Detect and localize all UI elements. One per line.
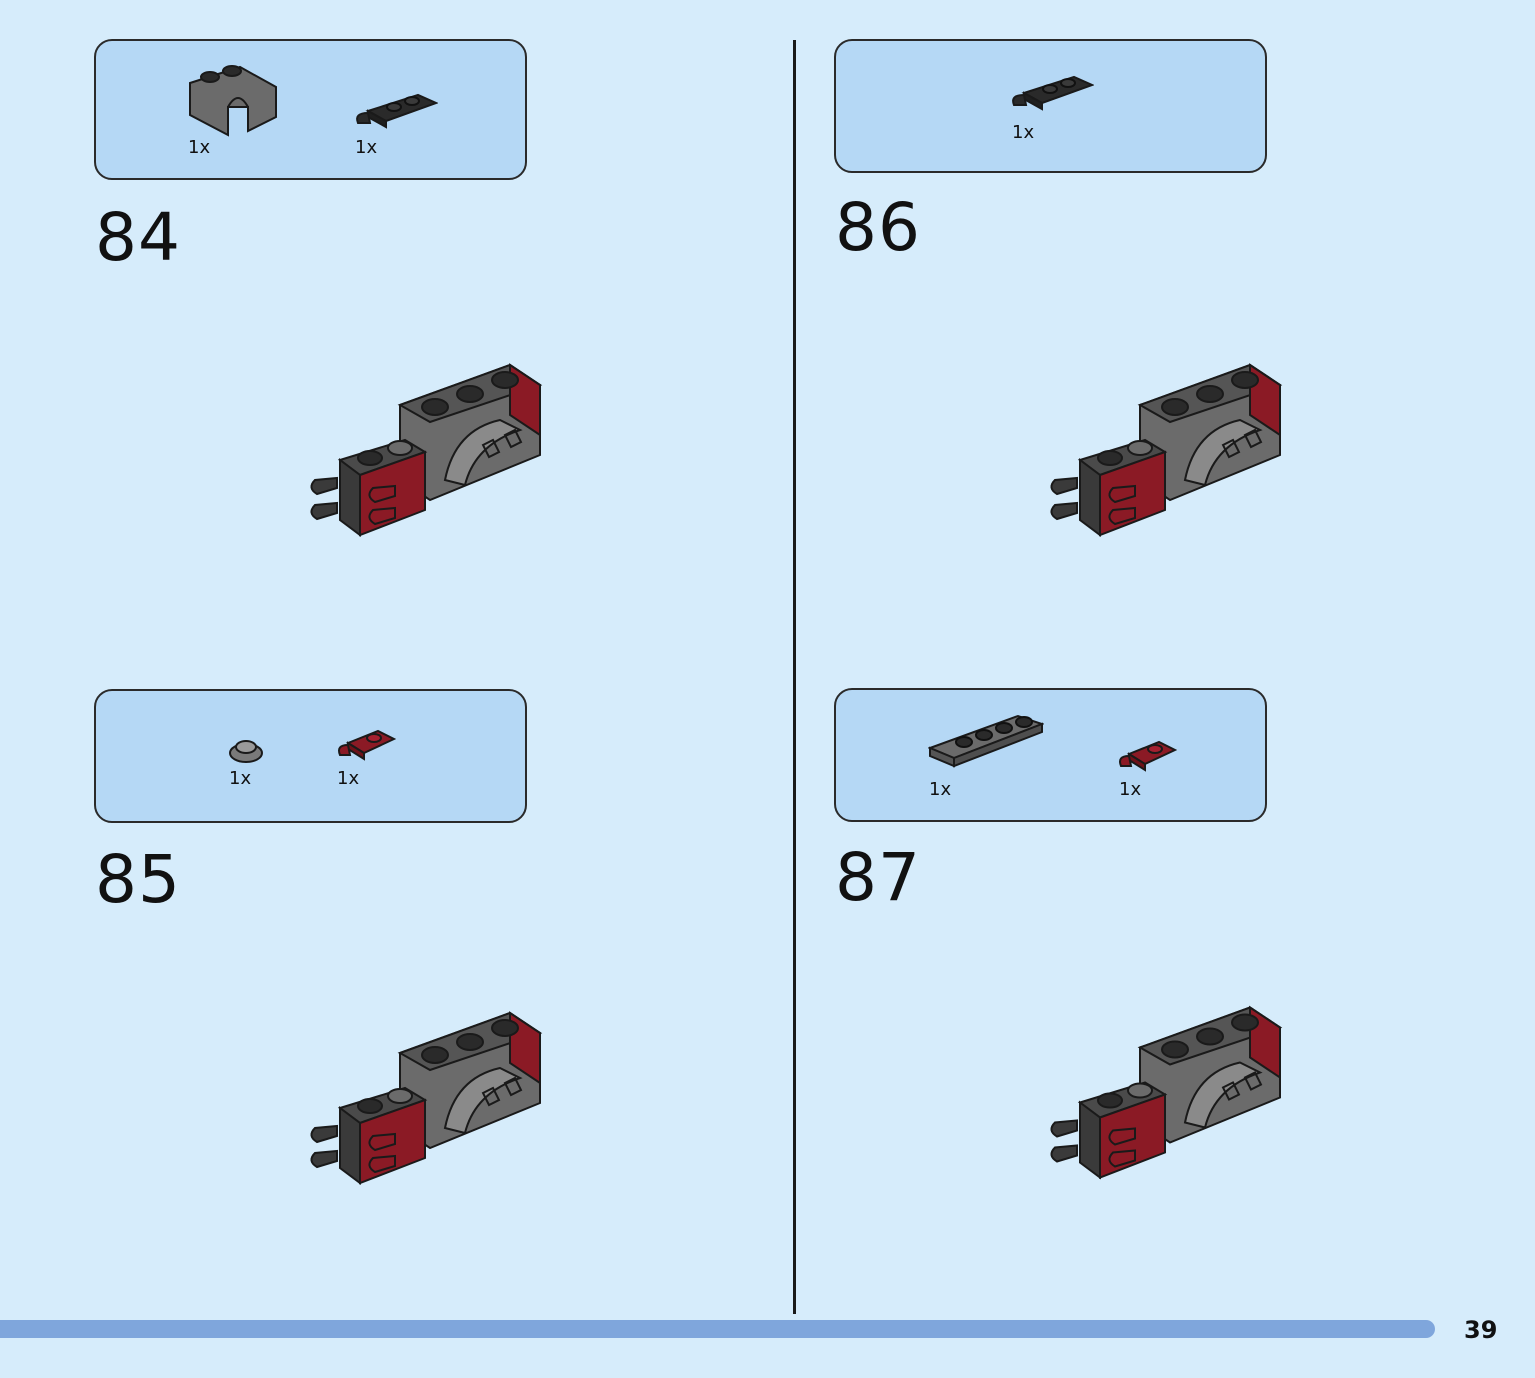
step-84-assembly-image xyxy=(305,360,545,540)
step-number: 86 xyxy=(835,189,921,266)
step-number: 84 xyxy=(95,199,181,276)
page-number: 39 xyxy=(1464,1316,1498,1344)
black-clip-plate-icon xyxy=(356,93,438,129)
step-number: 87 xyxy=(835,839,921,916)
dark-red-clip-plate-icon xyxy=(1119,740,1177,772)
parts-box-step-85: 1x 1x xyxy=(94,689,527,823)
dark-red-clip-plate-icon xyxy=(338,729,396,761)
dark-gray-plate-1x4-icon xyxy=(928,714,1044,768)
parts-box-step-86: 1x xyxy=(834,39,1267,173)
step-86-assembly-image xyxy=(1045,360,1285,540)
black-clip-plate-icon xyxy=(1012,75,1094,111)
parts-box-step-84: 1x 1x xyxy=(94,39,527,180)
step-85-assembly-image xyxy=(305,1008,545,1188)
part-qty: 1x xyxy=(355,137,378,158)
parts-box-step-87: 1x 1x xyxy=(834,688,1267,822)
part-qty: 1x xyxy=(229,768,252,789)
part-qty: 1x xyxy=(188,137,211,158)
gray-round-plate-icon xyxy=(229,740,263,763)
dark-gray-technic-bracket-icon xyxy=(189,65,277,137)
part-qty: 1x xyxy=(1119,779,1142,800)
page-divider xyxy=(793,40,796,1314)
part-qty: 1x xyxy=(929,779,952,800)
progress-bar xyxy=(0,1320,1435,1338)
part-qty: 1x xyxy=(337,768,360,789)
part-qty: 1x xyxy=(1012,122,1035,143)
step-87-assembly-image xyxy=(1045,995,1285,1190)
step-number: 85 xyxy=(95,841,181,918)
